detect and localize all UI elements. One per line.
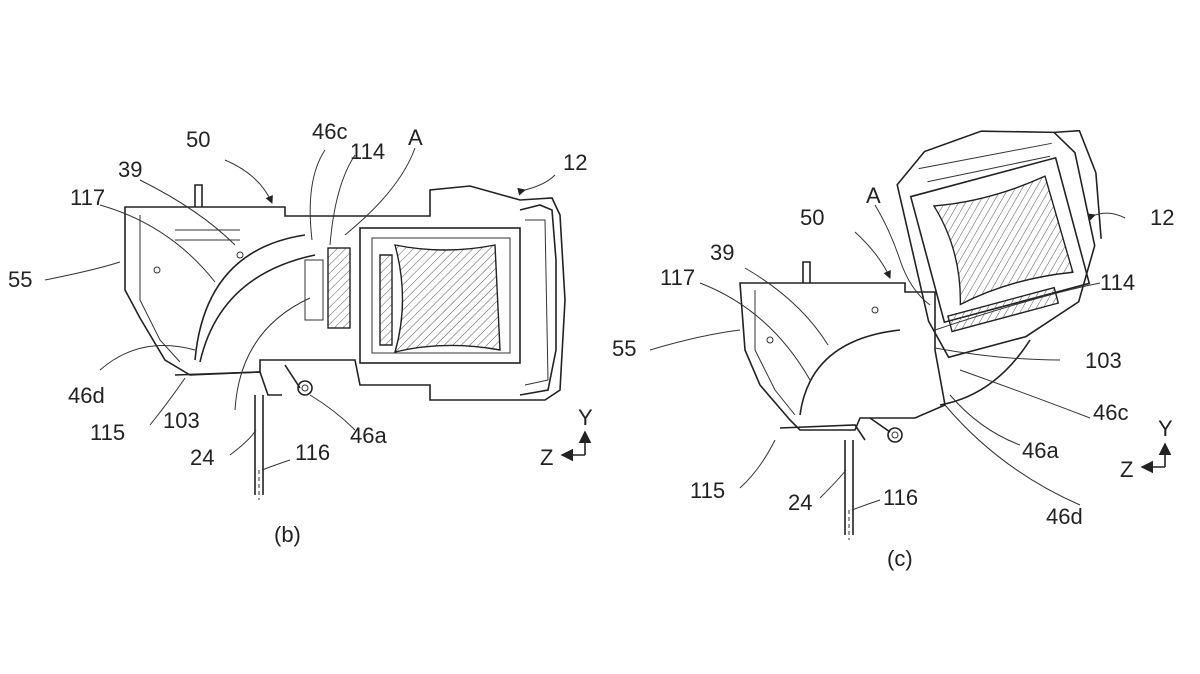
hinge-46a-b: [297, 380, 313, 396]
label-117-b: 117: [70, 185, 105, 210]
axes-indicator-b: Y Z: [540, 405, 593, 470]
label-46a-b: 46a: [350, 423, 387, 448]
flex-board-46d-b: [194, 234, 306, 361]
label-117-c: 117: [660, 265, 695, 290]
lens-element-b: [393, 244, 501, 353]
hinge-46a-c: [887, 427, 903, 443]
display-114-b: [327, 247, 351, 329]
housing-55-b: [124, 185, 566, 401]
axis-y-label-c: Y: [1158, 416, 1173, 441]
label-24-b: 24: [190, 445, 214, 470]
figure-b: 50 46c 114 A 12 39 117 55 46d 115 103 46…: [8, 119, 593, 547]
label-55-c: 55: [612, 336, 636, 361]
eyepiece-tilted-c: [896, 129, 1102, 359]
label-46c-c: 46c: [1093, 400, 1128, 425]
label-46c-b: 46c: [312, 119, 347, 144]
label-114-c: 114: [1100, 270, 1135, 295]
label-46a-c: 46a: [1022, 438, 1059, 463]
label-50-b: 50: [186, 127, 210, 152]
label-39-c: 39: [710, 240, 734, 265]
eyecup-12-c: [1053, 129, 1102, 239]
label-24-c: 24: [788, 490, 812, 515]
label-115-b: 115: [90, 420, 125, 445]
flex-board-46d-c: [799, 329, 901, 416]
label-116-b: 116: [295, 440, 330, 465]
label-46d-c: 46d: [1046, 504, 1083, 529]
label-12-b: 12: [563, 150, 587, 175]
axes-indicator-c: Y Z: [1120, 416, 1173, 482]
label-46d-b: 46d: [68, 383, 105, 408]
lens-element-c: [932, 175, 1074, 306]
eyecup-12-b: [519, 204, 557, 396]
label-103-b: 103: [163, 408, 200, 433]
label-103-c: 103: [1085, 348, 1122, 373]
label-50-c: 50: [800, 205, 824, 230]
figure-c: A 12 50 39 117 114 55 103 46c 46a 46d 11…: [612, 129, 1174, 571]
label-12-c: 12: [1150, 205, 1174, 230]
label-55-b: 55: [8, 267, 32, 292]
label-A-c: A: [866, 183, 881, 208]
label-114-b: 114: [350, 139, 385, 164]
lens-barrel-b: [359, 227, 521, 364]
label-116-c: 116: [883, 485, 918, 510]
axis-y-label-b: Y: [578, 405, 593, 430]
display-114-c: [947, 286, 1060, 333]
label-39-b: 39: [118, 157, 142, 182]
label-115-c: 115: [690, 478, 725, 503]
label-A-b: A: [408, 125, 423, 150]
axis-z-label-c: Z: [1120, 457, 1133, 482]
housing-55-c: [739, 282, 946, 431]
caption-b: (b): [274, 522, 301, 547]
axis-z-label-b: Z: [540, 445, 553, 470]
caption-c: (c): [887, 546, 913, 571]
